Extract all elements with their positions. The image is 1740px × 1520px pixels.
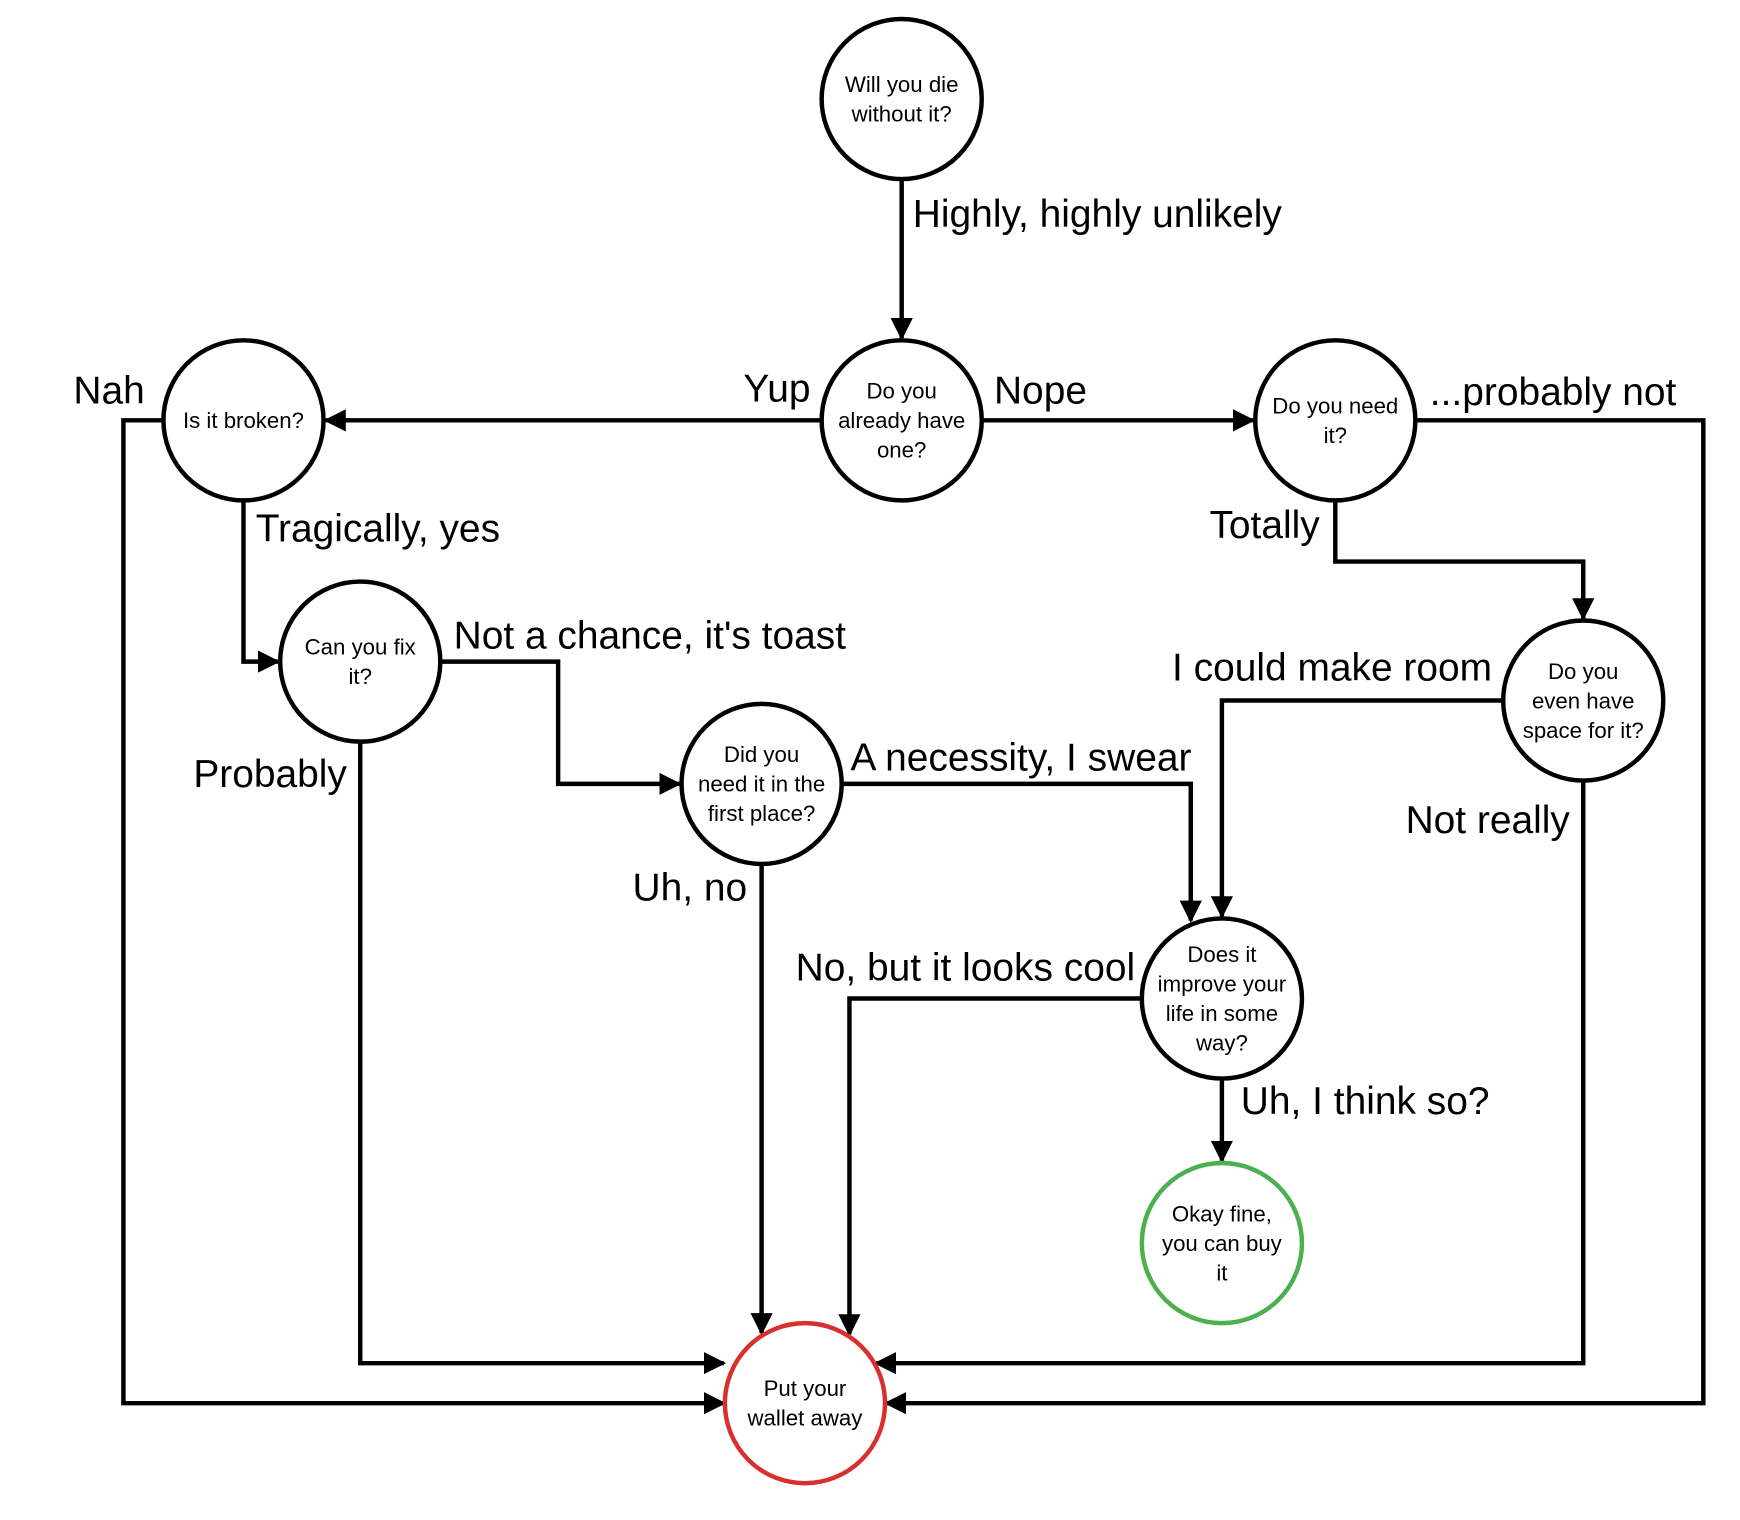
edge-fix-wallet — [358, 741, 727, 1375]
node-text-line: without it? — [851, 102, 952, 127]
node-text-line: Does it — [1187, 942, 1257, 967]
edge-label-necessity: A necessity, I swear — [851, 737, 1192, 780]
node-circle — [679, 701, 844, 867]
edge-label-uh-no: Uh, no — [633, 867, 748, 910]
edge-label-highly-unlikely: Highly, highly unlikely — [913, 193, 1283, 236]
edge-label-probably-not: ...probably not — [1430, 371, 1677, 414]
edge-need-space — [1333, 500, 1595, 621]
node-text-line: it — [1216, 1260, 1228, 1285]
node-circle — [1139, 1160, 1305, 1326]
node-text-line: it? — [348, 664, 371, 689]
edge-label-make-room: I could make room — [1172, 647, 1492, 690]
node-space-for-it: Do you even have space for it? — [1500, 618, 1666, 783]
node-text-line: Okay fine, — [1172, 1201, 1272, 1226]
edge-need-wallet — [883, 418, 1706, 1415]
node-text-line: wallet away — [747, 1406, 864, 1431]
node-circle — [819, 16, 984, 182]
node-text-line: it? — [1324, 423, 1347, 448]
node-text-line: Can you fix — [305, 635, 416, 660]
edge-label-toast: Not a chance, it's toast — [454, 614, 847, 657]
node-circle — [277, 579, 443, 744]
node-text-line: Is it broken? — [183, 408, 304, 433]
node-text-line: first place? — [708, 801, 815, 826]
edge-label-tragically-yes: Tragically, yes — [256, 508, 500, 551]
edge-broken-fix — [241, 500, 281, 673]
node-text-line: already have — [838, 408, 965, 433]
node-text-line: even have — [1532, 688, 1635, 713]
edge-improve-wallet — [838, 996, 1142, 1337]
node-is-it-broken: Is it broken? — [161, 338, 326, 503]
edge-label-probably: Probably — [193, 753, 347, 796]
node-text-line: Will you die — [845, 72, 959, 97]
node-circle — [161, 338, 326, 503]
node-text-line: way? — [1195, 1030, 1248, 1055]
edge-label-yup: Yup — [743, 367, 810, 410]
node-you-can-buy: Okay fine, you can buy it — [1139, 1160, 1305, 1326]
node-circle — [722, 1320, 888, 1486]
node-text-line: improve your — [1158, 972, 1287, 997]
node-do-you-need: Do you need it? — [1253, 338, 1418, 503]
node-wallet-away: Put your wallet away — [722, 1320, 888, 1486]
edge-first-improve — [841, 781, 1202, 923]
node-already-have: Do you already have one? — [819, 338, 984, 503]
edge-space-wallet — [873, 780, 1586, 1375]
node-text-line: need it in the — [698, 772, 825, 797]
edge-label-think-so: Uh, I think so? — [1241, 1080, 1490, 1123]
node-circle — [1500, 618, 1666, 783]
node-first-place: Did you need it in the first place? — [679, 701, 844, 867]
edge-label-nah: Nah — [73, 370, 144, 413]
node-text-line: Put your — [764, 1376, 847, 1401]
edge-broken-wallet — [121, 418, 727, 1415]
node-can-you-fix: Can you fix it? — [277, 579, 443, 744]
node-will-you-die: Will you die without it? — [819, 16, 984, 182]
node-text-line: space for it? — [1523, 718, 1644, 743]
node-circle — [1139, 916, 1305, 1081]
node-circle — [1253, 338, 1418, 503]
node-circle — [819, 338, 984, 503]
edge-fix-first — [440, 659, 682, 796]
node-improve-life: Does it improve your life in some way? — [1139, 916, 1305, 1081]
edge-label-totally: Totally — [1209, 504, 1320, 547]
node-text-line: Do you need — [1272, 393, 1398, 418]
node-text-line: one? — [877, 438, 926, 463]
edge-space-improve — [1210, 698, 1504, 919]
edge-label-not-really: Not really — [1406, 799, 1571, 842]
node-text-line: you can buy — [1162, 1231, 1283, 1256]
node-text-line: Do you — [1548, 659, 1618, 684]
node-text-line: Do you — [866, 379, 936, 404]
node-text-line: Did you — [724, 742, 799, 767]
edge-label-nope: Nope — [994, 370, 1087, 413]
node-text-line: life in some — [1166, 1001, 1278, 1026]
edge-label-looks-cool: No, but it looks cool — [796, 947, 1136, 990]
